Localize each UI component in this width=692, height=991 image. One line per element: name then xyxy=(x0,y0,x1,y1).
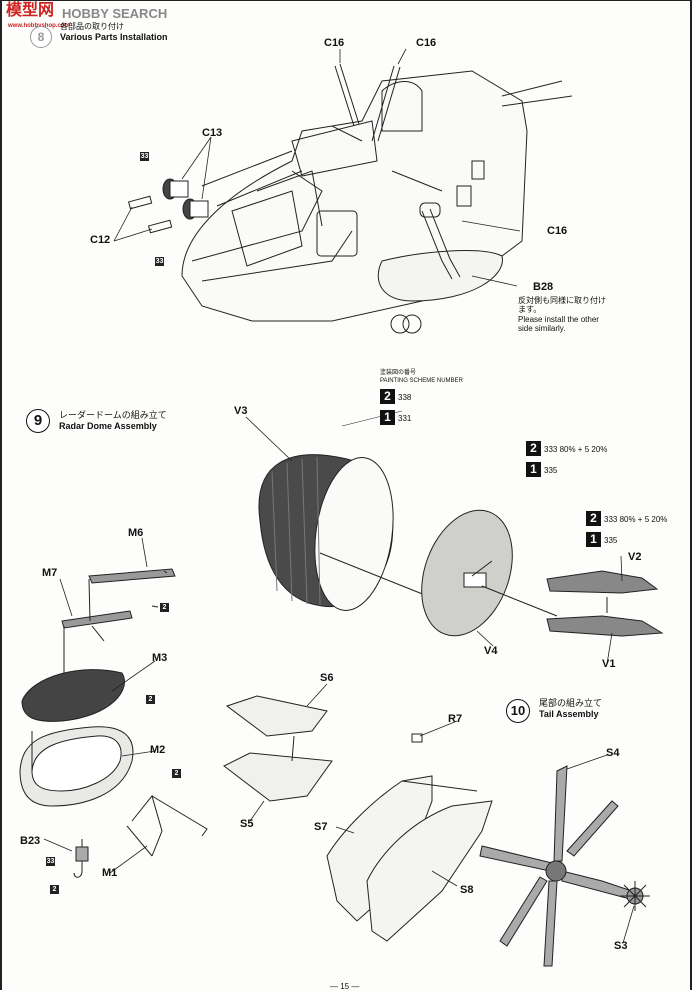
m3-cover xyxy=(21,669,125,722)
leader-lines xyxy=(43,48,635,944)
label-v3: V3 xyxy=(234,405,248,417)
c16-struts xyxy=(334,63,461,280)
m6-m7-frame xyxy=(61,568,176,681)
label-b28: B28 xyxy=(533,281,554,293)
step9-number: 9 xyxy=(26,409,50,433)
scheme-2-v4: 2 xyxy=(526,441,541,456)
note-b28-jp-2: ます。 xyxy=(518,305,542,314)
label-v2: V2 xyxy=(628,551,642,563)
label-s6: S6 xyxy=(320,672,334,684)
label-m6: M6 xyxy=(128,527,144,539)
r7-part xyxy=(411,733,423,743)
v3-arrow xyxy=(319,552,431,598)
label-s8: S8 xyxy=(460,884,474,896)
painting-scheme-en: PAINTING SCHEME NUMBER xyxy=(380,378,463,384)
label-s4: S4 xyxy=(606,747,620,759)
note-b28-jp-1: 反対側も同様に取り付け xyxy=(518,296,606,305)
label-c12: C12 xyxy=(90,234,111,246)
watermark-logo-text: 模型网 xyxy=(6,2,55,19)
label-s5: S5 xyxy=(240,818,254,830)
color-code-33-a: 33 xyxy=(140,152,149,161)
scheme-1-v4: 1 xyxy=(526,462,541,477)
s7-s8-tail xyxy=(326,775,493,942)
color-code-2-m7: 2 xyxy=(160,603,169,612)
page-number: — 15 — xyxy=(330,982,360,991)
label-m3: M3 xyxy=(152,652,168,664)
step8-number: 8 xyxy=(30,26,52,48)
radar-dome-v3 xyxy=(258,454,394,611)
label-v1: V1 xyxy=(602,658,616,670)
color-code-33-b23: 33 xyxy=(46,857,55,866)
v4-scheme2-color: 333 80% + 5 20% xyxy=(544,445,608,454)
label-s3: S3 xyxy=(614,940,628,952)
radar-dish-v4 xyxy=(421,509,513,637)
v4-scheme1-color: 335 xyxy=(544,466,558,475)
step8-title-en: Various Parts Installation xyxy=(60,32,168,42)
label-c16-c: C16 xyxy=(547,225,568,237)
v12-scheme2-color: 333 80% + 5 20% xyxy=(604,515,668,524)
tail-rotor-s4 xyxy=(479,765,633,967)
color-code-33-b: 33 xyxy=(155,257,164,266)
label-c13: C13 xyxy=(202,127,223,139)
label-s7: S7 xyxy=(314,821,328,833)
painting-scheme-jp: 塗装図の番号 xyxy=(380,370,417,376)
s6-s5-fins xyxy=(223,695,333,802)
watermark-search-text: HOBBY SEARCH xyxy=(62,6,168,21)
s3-hub xyxy=(620,881,650,911)
step8-title-jp: 各部品の取り付け xyxy=(60,22,124,31)
label-r7: R7 xyxy=(448,713,463,725)
label-m7: M7 xyxy=(42,567,58,579)
c12-c13-parts xyxy=(127,125,443,234)
step10-number: 10 xyxy=(506,699,530,723)
label-m1: M1 xyxy=(102,867,118,879)
scheme-2-v12: 2 xyxy=(586,511,601,526)
step10-title-jp: 尾部の組み立て xyxy=(539,698,603,708)
color-code-2-m2: 2 xyxy=(172,769,181,778)
v1-v2-parts xyxy=(546,570,664,637)
m2-tray xyxy=(19,726,134,807)
scheme-1-v3: 1 xyxy=(380,410,395,425)
v3-scheme2-color: 338 xyxy=(398,393,412,402)
b23-hook xyxy=(73,839,89,878)
helicopter-fuselage-drawing xyxy=(181,70,573,334)
step10-title-en: Tail Assembly xyxy=(539,709,599,719)
color-code-2-b23: 2 xyxy=(50,885,59,894)
v3-scheme1-color: 331 xyxy=(398,414,412,423)
v4-arrow xyxy=(471,560,558,617)
scheme-1-v12: 1 xyxy=(586,532,601,547)
step9-title-jp: レーダードームの組み立て xyxy=(59,410,167,420)
label-c16-b: C16 xyxy=(416,37,437,49)
m1-mount xyxy=(126,794,208,857)
label-v4: V4 xyxy=(484,645,498,657)
note-b28-en-2: side similarly. xyxy=(518,324,566,333)
v12-scheme1-color: 335 xyxy=(604,536,618,545)
color-code-2-m3: 2 xyxy=(146,695,155,704)
scheme-2-v3: 2 xyxy=(380,389,395,404)
label-m2: M2 xyxy=(150,744,166,756)
label-c16-a: C16 xyxy=(324,37,345,49)
label-b23: B23 xyxy=(20,835,41,847)
note-b28-en-1: Please install the other xyxy=(518,315,599,324)
step9-title-en: Radar Dome Assembly xyxy=(59,421,157,431)
